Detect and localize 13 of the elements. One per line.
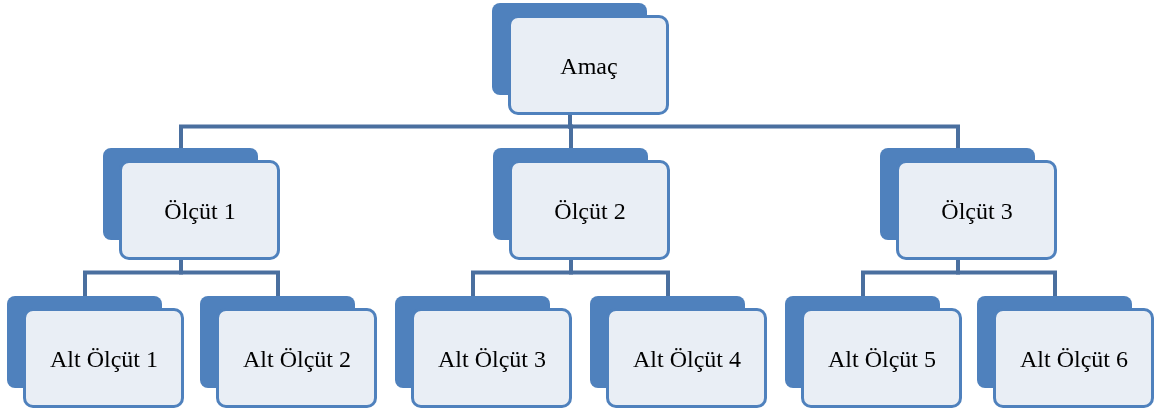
hierarchy-box: Alt Ölçüt 5 <box>785 296 962 408</box>
hierarchy-box: Alt Ölçüt 4 <box>590 296 767 408</box>
hierarchy-box: Ölçüt 2 <box>493 148 670 260</box>
connector-line <box>956 260 1057 296</box>
hierarchy-box: Ölçüt 1 <box>103 148 280 260</box>
hierarchy-box: Ölçüt 3 <box>880 148 1057 260</box>
hierarchy-box: Amaç <box>492 3 669 115</box>
hierarchy-box: Alt Ölçüt 2 <box>200 296 377 408</box>
connector-line <box>179 260 280 296</box>
hierarchy-box: Alt Ölçüt 3 <box>395 296 572 408</box>
hierarchy-box: Alt Ölçüt 6 <box>977 296 1154 408</box>
connector-line <box>569 260 670 296</box>
hierarchy-box: Alt Ölçüt 1 <box>7 296 184 408</box>
